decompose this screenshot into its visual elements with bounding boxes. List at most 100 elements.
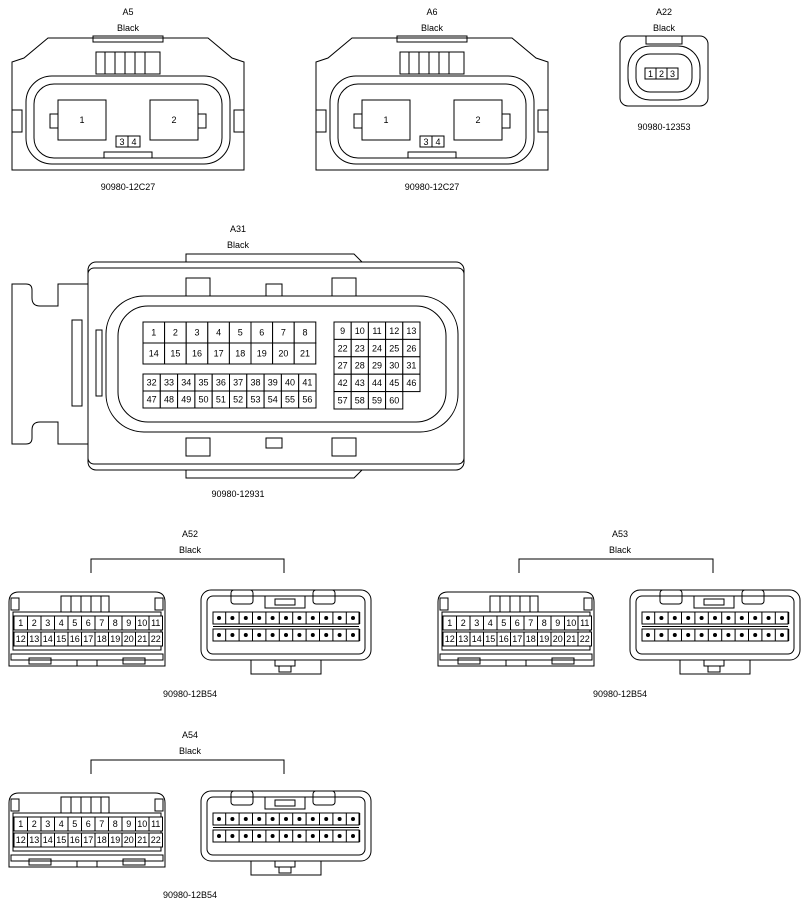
a52-pin-21: 21 [137,634,147,644]
a53-pin-11: 11 [580,618,589,628]
a31-pin-56: 56 [302,395,312,405]
a31-pin-23: 23 [355,343,365,353]
a31-pin-24: 24 [372,343,382,353]
a31-pin-22: 22 [338,343,348,353]
a31-pin-9: 9 [340,326,345,336]
a53-pin-9: 9 [555,618,560,628]
a54-pin-7: 7 [99,819,104,829]
a31-pin-28: 28 [355,361,365,371]
a22-color: Black [653,23,676,33]
a31-pin-30: 30 [389,361,399,371]
a31-pin-1: 1 [151,328,156,338]
a31-pin-39: 39 [268,378,278,388]
a52-color: Black [179,545,202,555]
a54-color: Black [179,746,202,756]
a31-pin-15: 15 [170,349,180,359]
a31-pin-51: 51 [216,395,226,405]
a31-pin-13: 13 [406,326,416,336]
a31-pin-17: 17 [214,349,224,359]
a54-pin-9: 9 [126,819,131,829]
a54-pin-1: 1 [18,819,23,829]
a53-pin-21: 21 [566,634,576,644]
a52-pin-10: 10 [137,618,147,628]
a6-cavity-2 [453,99,503,141]
a31-pin-59: 59 [372,396,382,406]
a52-pin-9: 9 [126,618,131,628]
a6-pin-2: 2 [475,115,480,125]
a22-pin-3: 3 [670,69,675,79]
a5-id: A5 [122,7,133,17]
a5-pin-2: 2 [171,115,176,125]
a54-pin-3: 3 [45,819,50,829]
a22-pin-2: 2 [659,69,664,79]
a54-pin-5: 5 [72,819,77,829]
a54-pin-19: 19 [110,835,120,845]
a22-pin-1: 1 [648,69,653,79]
a52-pin-5: 5 [72,618,77,628]
a54-pin-20: 20 [124,835,134,845]
a52-pin-14: 14 [43,634,53,644]
a31-pin-49: 49 [181,395,191,405]
a31-pin-4: 4 [216,328,221,338]
a52-pin-19: 19 [110,634,120,644]
a53-color: Black [609,545,632,555]
a31-pin-35: 35 [199,378,209,388]
a52-pin-20: 20 [124,634,134,644]
a5-pin-3: 3 [119,137,124,147]
a6-id: A6 [426,7,437,17]
a31-pin-20: 20 [278,349,288,359]
a31-pin-31: 31 [406,361,416,371]
a53-pin-17: 17 [512,634,522,644]
a54-pin-4: 4 [59,819,64,829]
a5-cavity-1 [57,99,107,141]
a52-pin-16: 16 [70,634,80,644]
a31-pin-37: 37 [233,378,243,388]
a31-pin-57: 57 [338,396,348,406]
a5-part-number: 90980-12C27 [101,182,156,192]
a31-pin-21: 21 [300,349,310,359]
a54-pin-6: 6 [86,819,91,829]
a6-pin-4: 4 [435,137,440,147]
a31-pin-10: 10 [355,326,365,336]
a31-pin-47: 47 [147,395,157,405]
a53-rear-view [629,589,801,675]
connector-a5: A5 Black 1 2 3 4 90980-12C27 [11,7,245,192]
a52-pin-7: 7 [99,618,104,628]
a53-pin-2: 2 [461,618,466,628]
a53-pin-15: 15 [485,634,495,644]
a53-pin-7: 7 [528,618,533,628]
a31-pin-50: 50 [199,395,209,405]
a5-pin-4: 4 [131,137,136,147]
a54-pin-8: 8 [113,819,118,829]
a52-part-number: 90980-12B54 [163,689,217,699]
a31-pin-29: 29 [372,361,382,371]
a22-id: A22 [656,7,672,17]
a31-pin-38: 38 [250,378,260,388]
a31-pin-25: 25 [389,343,399,353]
a31-pin-3: 3 [194,328,199,338]
a31-part-number: 90980-12931 [211,489,264,499]
connector-a6: A6 Black 1 2 3 4 90980-12C27 [315,7,549,192]
a52-pin-1: 1 [18,618,23,628]
a52-pin-22: 22 [151,634,161,644]
a52-pin-6: 6 [86,618,91,628]
a31-pin-26: 26 [406,343,416,353]
a31-pin-18: 18 [235,349,245,359]
a54-pin-11: 11 [151,819,160,829]
a31-id: A31 [230,224,246,234]
a31-pin-52: 52 [233,395,243,405]
a5-color: Black [117,23,140,33]
a31-pin-19: 19 [257,349,267,359]
a54-pin-13: 13 [29,835,39,845]
a54-pin-18: 18 [97,835,107,845]
a54-rear-view [200,790,372,876]
a54-pin-10: 10 [137,819,147,829]
a53-pin-20: 20 [553,634,563,644]
a31-pin-12: 12 [389,326,399,336]
a52-pin-11: 11 [151,618,160,628]
a31-pin-27: 27 [338,361,348,371]
